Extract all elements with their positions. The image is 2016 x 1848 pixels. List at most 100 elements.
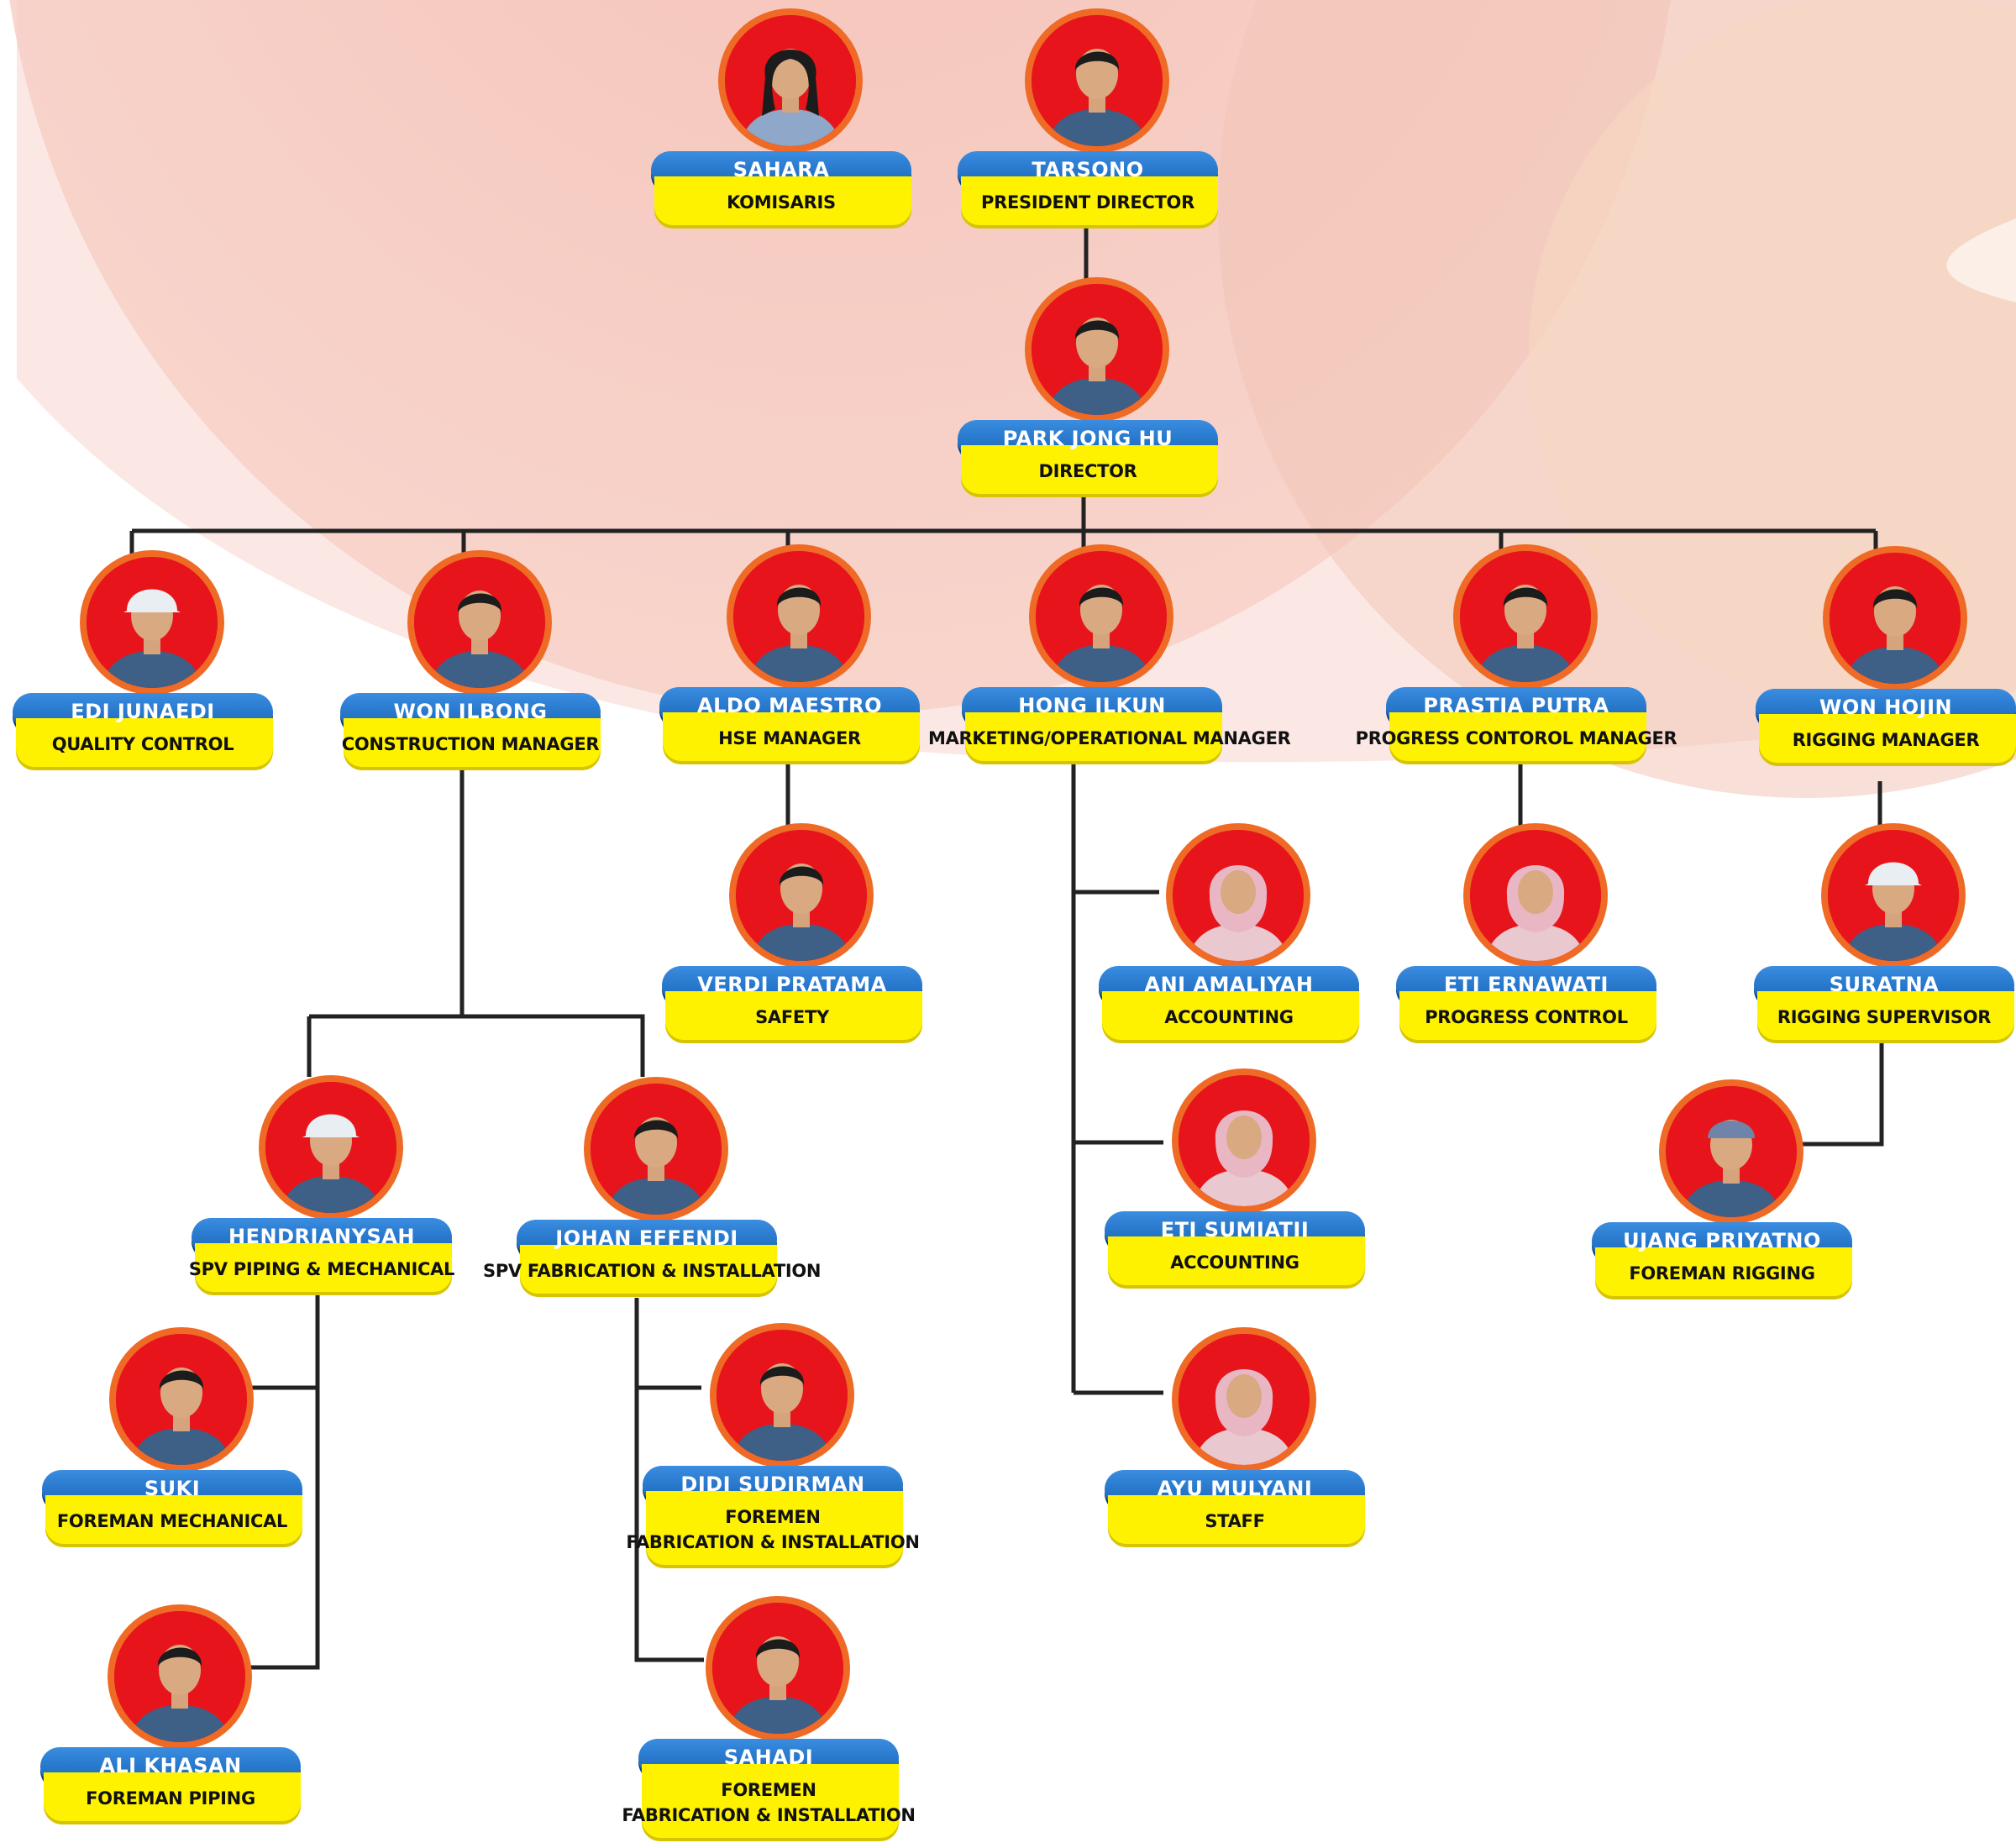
person-role: SPV PIPING & MECHANICAL <box>188 1259 455 1279</box>
role-bar <box>1595 1247 1852 1296</box>
avatar-woman-hijab-icon <box>1173 830 1304 961</box>
avatar-man-icon <box>114 1611 245 1742</box>
role-bar <box>1389 712 1646 761</box>
person-card-sahara: SAHARA KOMISARIS <box>651 8 920 252</box>
person-name: SUKI <box>144 1477 201 1500</box>
person-card-suratna: SURATNA RIGGING SUPERVISOR <box>1754 823 2016 1067</box>
person-card-ali: ALI KHASAN FOREMAN PIPING <box>40 1604 309 1848</box>
person-name: SURATNA <box>1829 973 1940 996</box>
person-card-edi: EDI JUNAEDI QUALITY CONTROL <box>13 550 281 794</box>
avatar-man-icon <box>116 1334 247 1465</box>
role-bar <box>665 991 922 1040</box>
person-role-line2: FABRICATION & INSTALLATION <box>622 1805 916 1825</box>
person-card-verdi: VERDI PRATAMA SAFETY <box>662 823 931 1067</box>
role-bar <box>646 1491 903 1565</box>
person-role: RIGGING MANAGER <box>1792 730 1980 750</box>
person-name: HENDRIANYSAH <box>228 1225 415 1248</box>
person-name: UJANG PRIYATNO <box>1623 1229 1821 1252</box>
person-card-wonilbong: WON ILBONG CONSTRUCTION MANAGER <box>340 550 609 794</box>
role-bar <box>1108 1236 1365 1285</box>
person-card-hong: HONG ILKUN MARKETING/OPERATIONAL MANAGER <box>928 544 1291 788</box>
role-bar <box>195 1243 452 1292</box>
person-name: DIDI SUDIRMAN <box>680 1473 865 1496</box>
role-bar <box>1399 991 1656 1040</box>
person-role: ACCOUNTING <box>1164 1007 1294 1027</box>
avatar-man-icon <box>733 551 864 682</box>
role-bar <box>1759 714 2016 763</box>
person-role: FOREMAN MECHANICAL <box>56 1511 288 1531</box>
role-bar <box>344 718 601 767</box>
person-card-ayu: AYU MULYANI STAFF <box>1105 1327 1373 1571</box>
role-bar <box>44 1772 301 1821</box>
person-name: ALDO MAESTRO <box>697 694 882 717</box>
person-role: ACCOUNTING <box>1170 1252 1299 1273</box>
person-name: SAHARA <box>732 158 830 181</box>
person-name: PARK JONG HU <box>1002 427 1173 450</box>
avatar-man-icon <box>1032 284 1163 415</box>
role-bar <box>1757 991 2014 1040</box>
avatar-man-icon <box>1036 551 1167 682</box>
line-spv-bus <box>309 1014 645 1077</box>
person-role: FOREMEN <box>721 1780 816 1800</box>
person-name: ALI KHASAN <box>99 1754 242 1777</box>
person-role: DIRECTOR <box>1038 461 1137 481</box>
person-card-didi: DIDI SUDIRMAN FOREMEN FABRICATION & INST… <box>626 1323 920 1567</box>
avatar-man-icon <box>1032 15 1163 146</box>
person-role: SPV FABRICATION & INSTALLATION <box>483 1261 822 1281</box>
person-name: AYU MULYANI <box>1157 1477 1313 1500</box>
person-role: PROGRESS CONTROL <box>1425 1007 1628 1027</box>
person-role: FOREMEN <box>725 1507 821 1527</box>
avatar-man-icon <box>414 557 545 688</box>
line-hendri-foremen <box>244 1281 320 1670</box>
person-card-wonhojin: WON HOJIN RIGGING MANAGER <box>1756 546 2016 790</box>
person-role: QUALITY CONTROL <box>51 734 234 754</box>
person-name: VERDI PRATAMA <box>697 973 887 996</box>
person-card-park: PARK JONG HU DIRECTOR <box>958 277 1226 521</box>
person-card-johan: JOHAN EFFENDI SPV FABRICATION & INSTALLA… <box>483 1077 822 1320</box>
person-role: HSE MANAGER <box>718 728 861 748</box>
person-role: STAFF <box>1205 1511 1265 1531</box>
person-card-tarsono: TARSONO PRESIDENT DIRECTOR <box>958 8 1226 252</box>
person-name: WON HOJIN <box>1819 696 1953 719</box>
person-name: EDI JUNAEDI <box>71 700 215 723</box>
avatar-woman-hijab-icon <box>1179 1334 1310 1465</box>
role-bar <box>45 1495 302 1544</box>
person-role: CONSTRUCTION MANAGER <box>341 734 600 754</box>
role-bar <box>965 712 1222 761</box>
avatar-man-icon <box>591 1084 722 1215</box>
person-role: PROGRESS CONTOROL MANAGER <box>1355 728 1677 748</box>
person-card-suki: SUKI FOREMAN MECHANICAL <box>42 1327 311 1571</box>
avatar-man-icon <box>712 1603 843 1734</box>
person-card-ujang: UJANG PRIYATNO FOREMAN RIGGING <box>1592 1079 1861 1323</box>
person-role: SAFETY <box>755 1007 829 1027</box>
person-card-etie: ETI ERNAWATI PROGRESS CONTROL <box>1396 823 1665 1067</box>
avatar-man-cap-icon <box>1666 1086 1797 1217</box>
person-name: JOHAN EFFENDI <box>555 1226 738 1250</box>
avatar-man-helmet-icon <box>265 1082 396 1213</box>
person-name: ETI SUMIATII <box>1160 1218 1310 1242</box>
role-bar <box>642 1764 899 1838</box>
person-card-ani: ANI AMALIYAH ACCOUNTING <box>1099 823 1368 1067</box>
person-card-aldo: ALDO MAESTRO HSE MANAGER <box>659 544 928 788</box>
person-card-prastia: PRASTIA PUTRA PROGRESS CONTOROL MANAGER <box>1356 544 1677 788</box>
person-name: PRASTIA PUTRA <box>1423 694 1609 717</box>
line-johan-foremen <box>634 1298 704 1662</box>
role-bar <box>961 176 1218 225</box>
person-role-line2: FABRICATION & INSTALLATION <box>626 1532 920 1552</box>
role-bar <box>961 445 1218 494</box>
role-bar <box>1108 1495 1365 1544</box>
person-name: TARSONO <box>1032 158 1144 181</box>
person-name: ANI AMALIYAH <box>1144 973 1314 996</box>
person-name: ETI ERNAWATI <box>1444 973 1609 996</box>
person-card-etis: ETI SUMIATII ACCOUNTING <box>1105 1068 1373 1312</box>
role-bar <box>520 1245 777 1294</box>
avatar-man-helmet-icon <box>87 557 218 688</box>
role-bar <box>1102 991 1359 1040</box>
role-bar <box>16 718 273 767</box>
line-suratna-ujang <box>1781 1033 1884 1147</box>
role-bar <box>663 712 920 761</box>
avatar-man-icon <box>736 830 867 961</box>
person-card-hendri: HENDRIANYSAH SPV PIPING & MECHANICAL <box>189 1075 460 1319</box>
person-role: KOMISARIS <box>727 192 836 213</box>
